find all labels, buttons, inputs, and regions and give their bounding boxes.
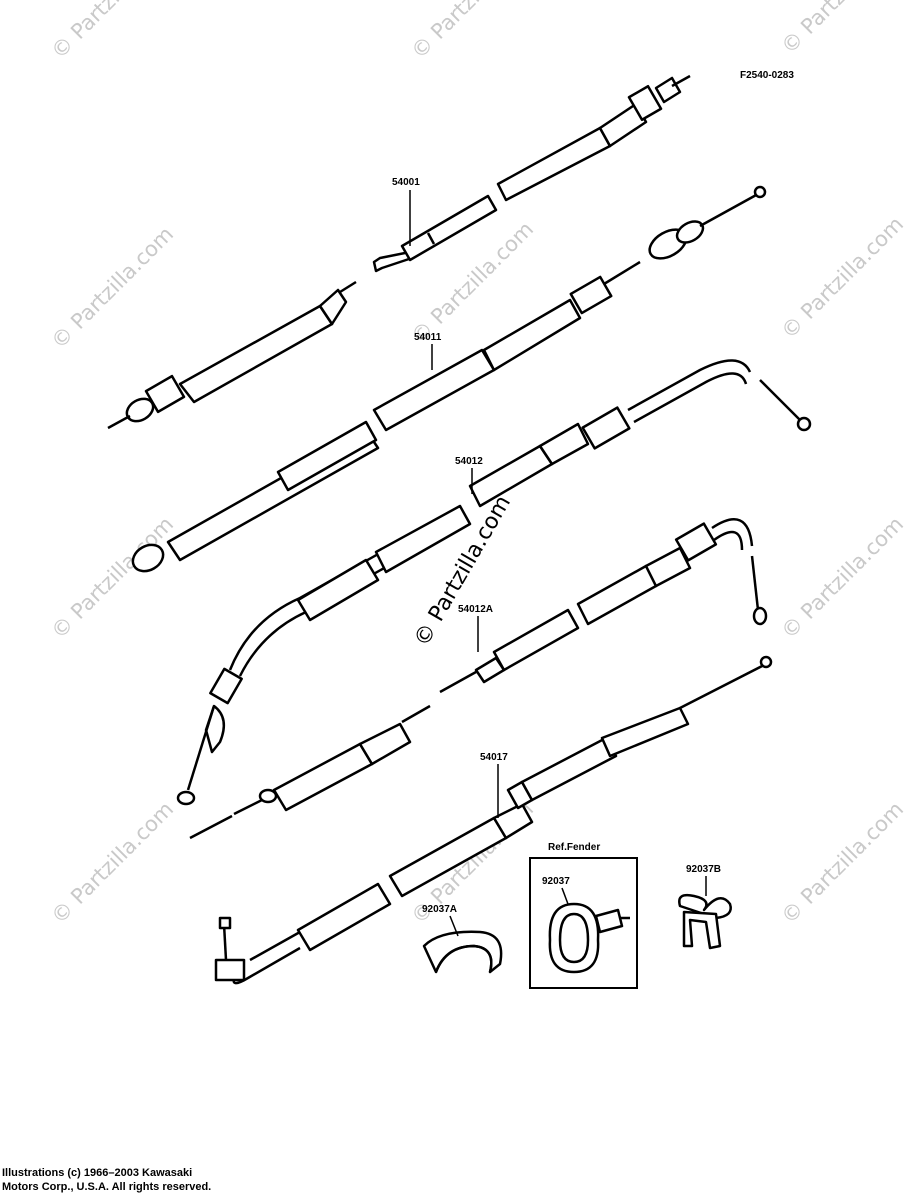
ref-fender-note: Ref.Fender [548, 842, 600, 853]
part-label-54012: 54012 [455, 456, 483, 467]
copyright-notice: Illustrations (c) 1966–2003 Kawasaki Mot… [2, 1166, 302, 1194]
part-label-54001: 54001 [392, 177, 420, 188]
watermark-6: © Partzilla.com [777, 212, 909, 344]
label-54012-group: 54012 [455, 456, 483, 494]
part-label-54017: 54017 [480, 752, 508, 763]
label-92037B-group: 92037B [686, 864, 721, 896]
label-54001-group: 54001 [392, 177, 420, 246]
label-54012A-group: 54012A [458, 604, 493, 652]
copyright-line-2: Motors Corp., U.S.A. All rights reserved… [2, 1181, 212, 1193]
watermark-9: © Partzilla.com [47, 797, 179, 929]
watermark-2: © Partzilla.com [407, 0, 539, 64]
watermark-3: © Partzilla.com [777, 0, 909, 59]
part-label-92037B: 92037B [686, 864, 721, 875]
copyright-line-1: Illustrations (c) 1966–2003 Kawasaki [2, 1167, 193, 1179]
watermark-1: © Partzilla.com [47, 0, 179, 64]
watermark-8: © Partzilla.com [777, 512, 909, 644]
watermark-7: © Partzilla.com [47, 512, 179, 644]
part-label-54011: 54011 [414, 332, 442, 343]
ref-fender-box [529, 857, 638, 989]
watermark-11: © Partzilla.com [777, 797, 909, 929]
clip-92037B [678, 893, 732, 950]
clamp-92037A [422, 930, 503, 974]
cable-54001 [107, 74, 691, 430]
label-54011-group: 54011 [414, 332, 442, 370]
label-54017-group: 54017 [480, 752, 508, 818]
figure-code: F2540-0283 [740, 70, 794, 81]
cable-54017 [189, 655, 773, 985]
part-label-54012A: 54012A [458, 604, 493, 615]
cable-54011 [131, 185, 767, 573]
watermark-4: © Partzilla.com [47, 222, 179, 354]
part-label-92037A: 92037A [422, 904, 457, 915]
clip-92037 [548, 902, 630, 974]
cable-54012A [439, 518, 768, 694]
cable-54012 [176, 359, 812, 806]
label-92037A-group: 92037A [422, 904, 459, 937]
label-92037-group: 92037 [542, 876, 570, 905]
part-label-92037: 92037 [542, 876, 570, 887]
